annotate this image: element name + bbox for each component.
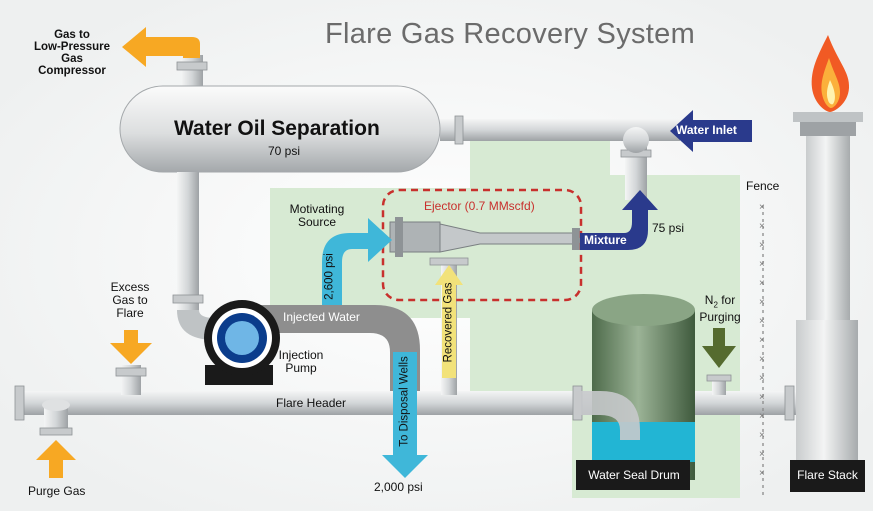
injected-water-pipe <box>250 305 420 400</box>
fence-x-mark: × <box>759 430 765 441</box>
ejector-label: Ejector (0.7 MMscfd) <box>424 199 535 213</box>
fence-x-mark: × <box>759 259 765 270</box>
n2-purging-label: N2 for Purging <box>699 293 741 325</box>
diagram-title: Flare Gas Recovery System <box>324 18 696 50</box>
fence-x-mark: × <box>759 354 765 365</box>
fence-x-mark: × <box>759 221 765 232</box>
fence-x-mark: × <box>759 373 765 384</box>
recovered-gas-arrow <box>435 265 463 378</box>
purge-gas-arrow <box>36 440 76 478</box>
gas-to-compressor-label: Gas to Low-Pressure Gas Compressor <box>33 29 111 77</box>
fence-x-mark: × <box>759 297 765 308</box>
pump-icon <box>204 300 280 385</box>
water-inlet-pipe <box>440 119 680 141</box>
recovered-gas-label: Recovered Gas <box>442 282 455 363</box>
fence-x-mark: × <box>759 202 765 213</box>
water-inlet-arrow <box>670 110 752 152</box>
fence-x-mark: × <box>759 392 765 403</box>
ejector <box>389 217 581 257</box>
mixture-arrow <box>580 190 658 250</box>
excess-gas-arrow <box>110 330 152 364</box>
fence-x-mark: × <box>759 240 765 251</box>
purge-gas-label: Purge Gas <box>28 484 86 498</box>
water-oil-separator <box>119 85 441 173</box>
mixture-pressure: 75 psi <box>652 221 685 235</box>
motive-pressure-label: 2,600 psi <box>323 253 336 300</box>
disposal-wells-label: To Disposal Wells <box>398 356 411 447</box>
fence-x-mark: × <box>759 468 765 479</box>
fence-x-mark: × <box>759 278 765 289</box>
water-seal-drum <box>575 294 695 490</box>
fence-x-mark: × <box>759 316 765 327</box>
motivating-source-arrow <box>322 218 392 305</box>
water-seal-drum-label: Water Seal Drum <box>588 468 680 482</box>
flame-icon <box>811 35 850 112</box>
fence-label: Fence <box>746 179 780 193</box>
gas-to-compressor-arrow <box>122 27 200 67</box>
motivating-source-label: Motivating Source <box>289 202 345 229</box>
separator-pressure: 70 psi <box>268 144 301 158</box>
water-inlet-label: Water Inlet <box>676 123 737 137</box>
flare-stack-label: Flare Stack <box>797 468 858 482</box>
injection-pump-label: Injection Pump <box>278 348 324 375</box>
disposal-pressure: 2,000 psi <box>374 480 423 494</box>
fence-x-mark: × <box>759 449 765 460</box>
disposal-wells-arrow <box>382 352 428 478</box>
mixture-label: Mixture <box>584 233 627 247</box>
n2-purge-arrow <box>702 328 736 368</box>
fence-markers: × × × × × × × × × × × × × × × <box>759 202 765 479</box>
injected-water-label: Injected Water <box>283 310 360 324</box>
separator-label: Water Oil Separation <box>174 117 380 140</box>
excess-gas-label: Excess Gas to Flare <box>110 280 150 320</box>
flare-header-label: Flare Header <box>276 396 347 410</box>
fence-x-mark: × <box>759 335 765 346</box>
fence-x-mark: × <box>759 411 765 422</box>
flare-stack <box>790 112 865 492</box>
